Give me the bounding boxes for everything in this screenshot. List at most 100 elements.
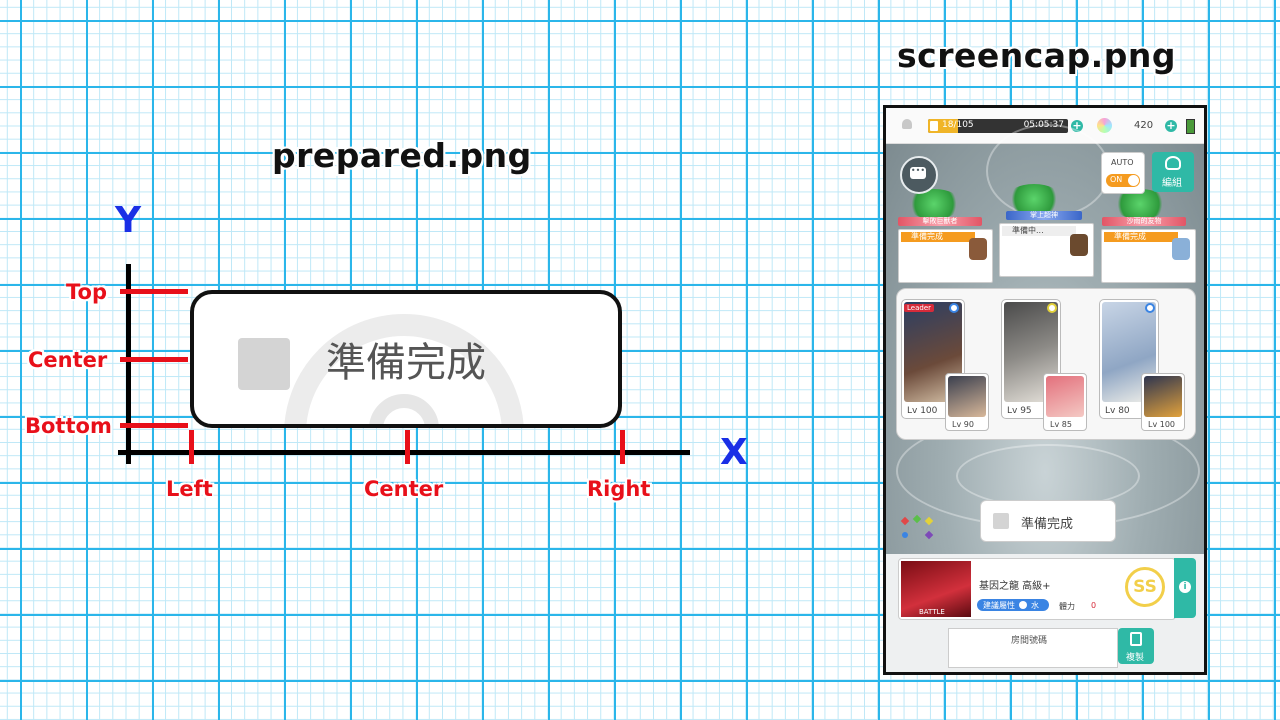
player-state-box-3: 準備完成: [1101, 229, 1196, 283]
water-icon: [902, 532, 908, 538]
card-level: Lv 80: [1105, 406, 1130, 416]
team-panel: Leader Lv 100 Lv 90 Lv 95 Lv 85 Lv 80 Lv…: [896, 288, 1196, 440]
sub-card-3[interactable]: Lv 100: [1141, 373, 1185, 431]
info-button[interactable]: i: [1174, 558, 1196, 618]
chat-bubble-icon: •••: [910, 167, 926, 179]
sub-card-1[interactable]: Lv 90: [945, 373, 989, 431]
y-tick-top: [120, 289, 188, 294]
lightning-icon: [930, 121, 938, 131]
x-label-left: Left: [166, 477, 213, 501]
gem-icon: [1097, 118, 1112, 133]
x-axis-letter: X: [720, 432, 748, 473]
player-state-1: 準備完成: [901, 232, 975, 242]
auto-label: AUTO: [1111, 158, 1134, 167]
y-tick-bottom: [120, 423, 188, 428]
team-icon: [1165, 156, 1181, 170]
room-number-box: 房間號碼: [948, 628, 1118, 668]
y-label-bottom: Bottom: [25, 414, 112, 438]
player-glow-2: [1006, 184, 1062, 214]
light-attr-icon: [1047, 303, 1057, 313]
water-icon: [1019, 601, 1027, 609]
clipboard-icon: [1130, 632, 1142, 646]
status-bar: 18/105 05:05:37 + 420 +: [886, 108, 1204, 144]
card-level: Lv 95: [1007, 406, 1032, 416]
formation-label: 編組: [1162, 178, 1182, 189]
screencap-title: screencap.png: [897, 36, 1176, 75]
player-state-box-1: 準備完成: [898, 229, 993, 283]
copy-button[interactable]: 複製: [1118, 628, 1154, 664]
x-label-center: Center: [364, 477, 444, 501]
prepared-button-label: 準備完成: [326, 340, 486, 386]
x-label-right: Right: [587, 477, 651, 501]
add-gem-icon[interactable]: +: [1165, 119, 1177, 132]
water-attr-icon: [1145, 303, 1155, 313]
y-label-top: Top: [66, 280, 107, 304]
x-axis-line: [118, 450, 690, 455]
player-state-3: 準備完成: [1104, 232, 1178, 242]
stamina-label: 體力: [1059, 602, 1075, 611]
player-name-2: 掌上超神: [1006, 211, 1082, 220]
fire-icon: [900, 516, 910, 526]
ready-checkbox[interactable]: [993, 513, 1009, 529]
player-state-box-2: 準備中...: [999, 223, 1094, 277]
leader-tag: Leader: [904, 304, 935, 312]
stamina-value: 18/105: [942, 120, 974, 130]
stage-ring-inner: [956, 444, 1140, 508]
quest-area: BATTLE 基因之龍 高級+ 建議屬性 水 體力 0 SS i 房間號碼 複製: [886, 554, 1204, 672]
y-label-center: Center: [28, 348, 108, 372]
formation-button[interactable]: 編組: [1152, 152, 1194, 192]
battle-label: BATTLE: [919, 608, 945, 616]
character-portrait: [948, 376, 986, 417]
character-portrait: [1144, 376, 1182, 417]
y-axis-letter: Y: [115, 200, 142, 241]
wood-icon: [912, 514, 922, 524]
room-number-label: 房間號碼: [1011, 636, 1048, 646]
quest-card[interactable]: BATTLE 基因之龍 高級+ 建議屬性 水 體力 0 SS: [898, 558, 1176, 620]
player-avatar-1: [969, 238, 987, 260]
switch-knob: [1128, 175, 1139, 186]
auto-switch-label: ON: [1110, 175, 1123, 184]
y-axis-line: [126, 264, 131, 464]
prepared-button-image: 準備完成: [190, 290, 622, 428]
info-icon: i: [1179, 581, 1191, 593]
ready-button[interactable]: 準備完成: [980, 500, 1116, 542]
quest-title: 基因之龍 高級+: [979, 581, 1051, 592]
attr-label: 建議屬性: [983, 601, 1015, 610]
battery-icon: [1186, 119, 1195, 134]
dark-icon: [924, 530, 934, 540]
water-attr-icon: [949, 303, 959, 313]
chat-button[interactable]: •••: [900, 156, 938, 194]
player-avatar-3: [1172, 238, 1190, 260]
sub-card-2[interactable]: Lv 85: [1043, 373, 1087, 431]
stamina-cost: 0: [1091, 601, 1097, 610]
player-avatar-2: [1070, 234, 1088, 256]
auto-switch[interactable]: ON: [1106, 174, 1140, 187]
player-glow-3: [1112, 189, 1168, 219]
card-level: Lv 85: [1050, 420, 1072, 429]
player-name-3: 沙雨的友物: [1102, 217, 1186, 226]
player-name-1: 擊敗巨獸者: [898, 217, 982, 226]
element-icons: [898, 514, 938, 546]
rank-value: SS: [1133, 577, 1157, 597]
character-portrait: [1046, 376, 1084, 417]
x-tick-center: [405, 430, 410, 464]
recommended-attr: 建議屬性 水: [977, 599, 1049, 611]
x-tick-right: [620, 430, 625, 464]
player-glow-1: [906, 189, 962, 219]
player-state-2: 準備中...: [1002, 226, 1076, 236]
auto-toggle[interactable]: AUTO ON: [1101, 152, 1145, 194]
light-icon: [924, 516, 934, 526]
copy-label: 複製: [1126, 653, 1145, 663]
attr-value: 水: [1031, 601, 1039, 610]
card-level: Lv 100: [1148, 420, 1176, 429]
phone-screenshot: 18/105 05:05:37 + 420 + ••• AUTO ON: [883, 105, 1207, 675]
prepared-title: prepared.png: [272, 136, 532, 175]
card-level: Lv 90: [952, 420, 974, 429]
rank-badge: SS: [1125, 567, 1165, 607]
boss-thumbnail: BATTLE: [901, 561, 971, 617]
checkbox-icon: [238, 338, 290, 390]
ready-button-label: 準備完成: [1021, 517, 1074, 532]
bell-icon[interactable]: [902, 119, 912, 129]
y-tick-center: [120, 357, 188, 362]
card-level: Lv 100: [907, 406, 938, 416]
